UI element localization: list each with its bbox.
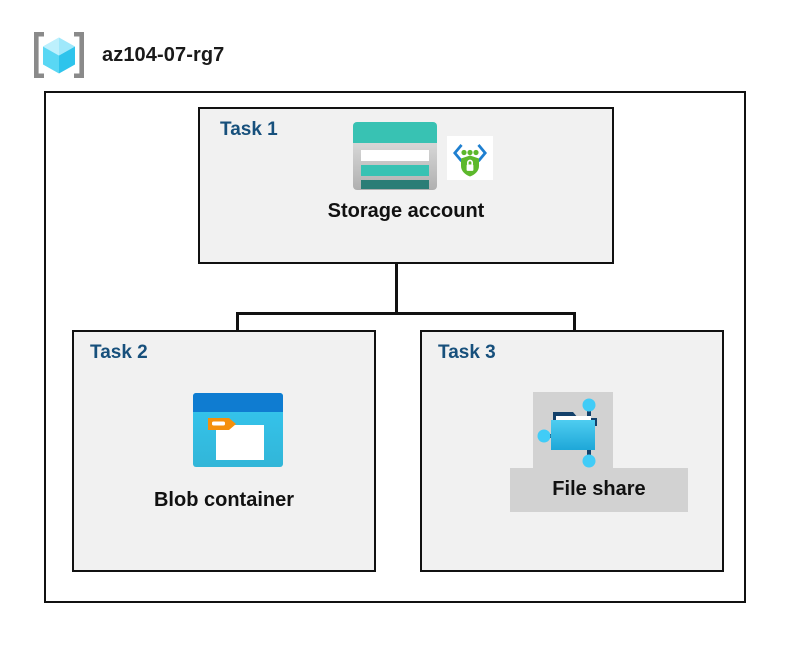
file-share-label-highlight: [510, 468, 688, 512]
connector-horizontal-bus: [236, 312, 576, 315]
blob-container-icon: [192, 392, 284, 468]
task-2-label: Task 2: [90, 342, 148, 363]
storage-account-label: Storage account: [327, 200, 485, 222]
file-share-icon: [533, 392, 613, 470]
file-share-label: File share: [552, 478, 646, 500]
resource-group-header: az104-07-rg7: [30, 28, 224, 82]
blob-container-label: Blob container: [153, 489, 294, 511]
resource-group-name: az104-07-rg7: [102, 43, 225, 66]
resource-group-icon: [34, 32, 84, 78]
managed-identity-icon: [447, 136, 493, 180]
storage-account-icon: [352, 121, 438, 191]
task-1-label: Task 1: [220, 119, 278, 140]
task-3-label: Task 3: [438, 342, 496, 363]
connector-storage-trunk: [395, 264, 398, 315]
